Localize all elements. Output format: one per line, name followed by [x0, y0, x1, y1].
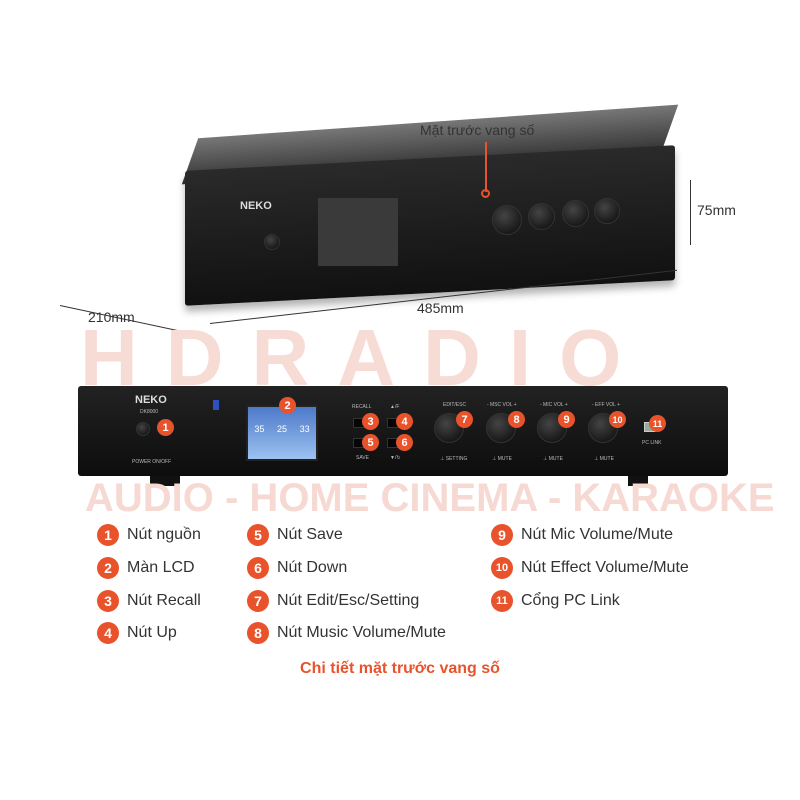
- legend-label: Nút Mic Volume/Mute: [521, 526, 674, 543]
- legend-item: 3 Nút Recall: [97, 590, 201, 612]
- eff-vol-label: - EFF VOL +: [592, 402, 621, 408]
- edit-label: EDIT/ESC: [443, 402, 467, 408]
- music-vol-knob: [486, 413, 516, 443]
- badge: 7: [456, 411, 473, 428]
- music-vol-label: - MSC VOL +: [487, 402, 517, 408]
- legend-label: Nút Recall: [127, 592, 201, 609]
- indicator: [213, 400, 219, 410]
- down-label: ▼/↻: [390, 455, 401, 461]
- badge: 2: [279, 397, 296, 414]
- badge: 9: [558, 411, 575, 428]
- device-front-panel: [78, 386, 728, 476]
- legend-item: 2 Màn LCD: [97, 557, 195, 579]
- legend-label: Nút Down: [277, 559, 348, 576]
- legend-label: Nút nguồn: [127, 526, 201, 543]
- badge: 1: [157, 419, 174, 436]
- legend-label: Nút Save: [277, 526, 343, 543]
- legend-item: 5 Nút Save: [247, 524, 343, 546]
- lcd-screen: [318, 198, 398, 266]
- badge: 10: [491, 557, 513, 579]
- legend-label: Nút Up: [127, 624, 177, 641]
- knob: [492, 205, 522, 235]
- knob: [562, 200, 589, 227]
- callout-line: [485, 142, 487, 192]
- legend-item: 6 Nút Down: [247, 557, 347, 579]
- legend-label: Màn LCD: [127, 559, 195, 576]
- legend-label: Nút Edit/Esc/Setting: [277, 592, 420, 609]
- legend-item: 9 Nút Mic Volume/Mute: [491, 524, 673, 546]
- device-perspective: [185, 145, 675, 306]
- height-label: 75mm: [697, 202, 736, 218]
- mic-vol-label: - MIC VOL +: [540, 402, 568, 408]
- mute-label: ⊥ MUTE: [543, 456, 563, 462]
- badge: 1: [97, 524, 119, 546]
- width-label: 485mm: [417, 300, 464, 316]
- lcd-value: 25: [276, 424, 287, 434]
- callout-dot: [481, 189, 490, 198]
- model-label: DK8000: [140, 409, 159, 415]
- mute-label: ⊥ MUTE: [594, 456, 614, 462]
- lcd-display: 35 25 33: [246, 405, 318, 461]
- badge: 11: [649, 415, 666, 432]
- legend-item: 8 Nút Music Volume/Mute: [247, 622, 446, 644]
- callout-label: Mặt trước vang số: [420, 122, 535, 138]
- legend-label: Cổng PC Link: [521, 592, 620, 609]
- recall-label: RECALL: [352, 404, 372, 410]
- badge: 7: [247, 590, 269, 612]
- lcd-value: 33: [299, 424, 310, 434]
- caption: Chi tiết mặt trước vang số: [300, 660, 500, 677]
- mute-label: ⊥ MUTE: [492, 456, 512, 462]
- power-label: POWER ON/OFF: [132, 459, 172, 465]
- legend-label: Nút Effect Volume/Mute: [521, 559, 689, 576]
- eff-vol-knob: [588, 413, 618, 443]
- badge: 3: [362, 413, 379, 430]
- height-dim-line: [690, 180, 691, 245]
- foot: [628, 476, 648, 486]
- badge: 5: [362, 434, 379, 451]
- badge: 11: [491, 590, 513, 612]
- badge: 10: [609, 411, 626, 428]
- knob: [528, 203, 555, 230]
- watermark-tagline: AUDIO - HOME CINEMA - KARAOKE: [85, 476, 775, 520]
- legend-item: 4 Nút Up: [97, 622, 177, 644]
- legend-item: 10 Nút Effect Volume/Mute: [491, 557, 689, 579]
- setting-label: ⊥ SETTING: [440, 456, 468, 462]
- brand-logo: NEKO: [135, 394, 167, 406]
- badge: 6: [247, 557, 269, 579]
- power-knob: [264, 234, 280, 250]
- depth-label: 210mm: [88, 309, 135, 325]
- up-label: ▲/F: [390, 404, 400, 410]
- save-label: SAVE: [356, 455, 369, 461]
- legend-item: 7 Nút Edit/Esc/Setting: [247, 590, 419, 612]
- knob: [594, 198, 620, 224]
- badge: 8: [508, 411, 525, 428]
- badge: 5: [247, 524, 269, 546]
- badge: 4: [396, 413, 413, 430]
- brand-logo: NEKO: [240, 200, 272, 212]
- badge: 3: [97, 590, 119, 612]
- legend-item: 1 Nút nguồn: [97, 524, 201, 546]
- watermark-logo: HDRADIO: [80, 318, 649, 398]
- badge: 4: [97, 622, 119, 644]
- lcd-value: 35: [254, 424, 265, 434]
- power-button: [136, 422, 150, 436]
- badge: 9: [491, 524, 513, 546]
- pc-link-label: PC LINK: [642, 440, 662, 446]
- badge: 6: [396, 434, 413, 451]
- badge: 2: [97, 557, 119, 579]
- legend-item: 11 Cổng PC Link: [491, 590, 620, 612]
- legend-label: Nút Music Volume/Mute: [277, 624, 446, 641]
- foot: [150, 476, 180, 486]
- badge: 8: [247, 622, 269, 644]
